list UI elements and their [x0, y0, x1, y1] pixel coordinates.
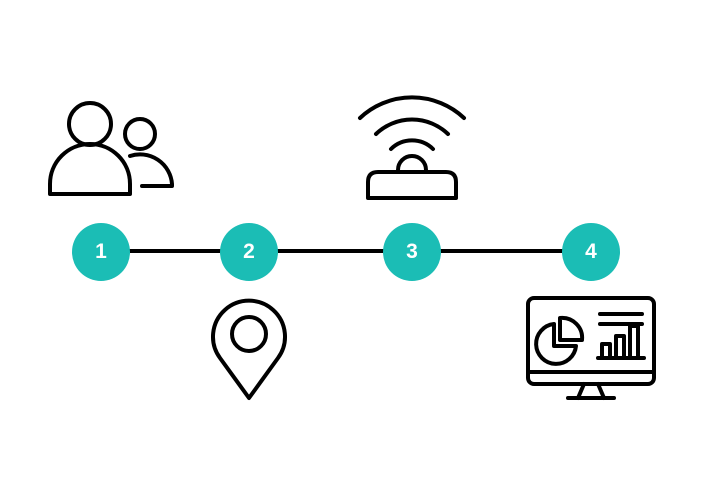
step-marker-1: 1: [72, 223, 130, 281]
users-icon: [44, 96, 178, 200]
step-marker-3: 3: [383, 223, 441, 281]
monitor-analytics-icon: [524, 294, 658, 404]
wifi-router-icon: [354, 90, 470, 202]
location-pin-icon: [208, 294, 290, 404]
step-marker-2: 2: [220, 223, 278, 281]
step-marker-4: 4: [562, 223, 620, 281]
timeline-line: [100, 249, 590, 253]
